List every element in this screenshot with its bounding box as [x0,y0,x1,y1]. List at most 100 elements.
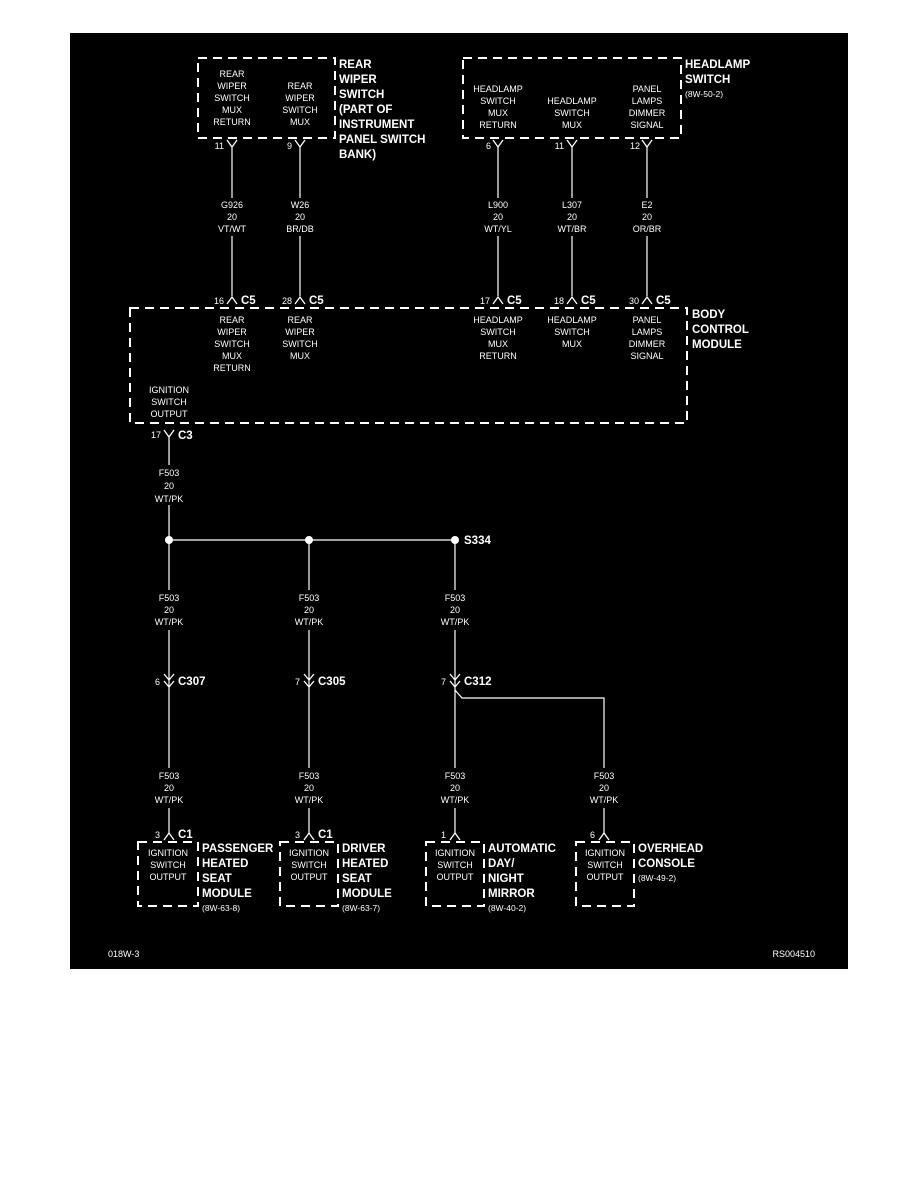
svg-text:OUTPUT: OUTPUT [151,409,189,419]
svg-text:IGNITION: IGNITION [148,848,188,858]
bcm-rear-return-pin: 16 [214,296,224,306]
svg-text:DIMMER: DIMMER [629,339,666,349]
wire-g926-label: G926 20 VT/WT [214,198,250,236]
c307-connector-icon [163,673,175,689]
wire-l307-label: L307 20 WT/BR [554,198,590,236]
svg-text:WT/PK: WT/PK [441,795,470,805]
svg-text:OVERHEAD: OVERHEAD [638,843,703,855]
wire-w26-label: W26 20 BR/DB [282,198,318,236]
footer-figure-code: 018W-3 [108,949,139,959]
svg-text:20: 20 [295,212,305,222]
svg-text:RETURN: RETURN [213,117,251,127]
svg-text:DIMMER: DIMMER [629,108,666,118]
c312-connector-icon [449,673,461,689]
svg-text:(8W-40-2): (8W-40-2) [488,903,526,913]
bcm-ignition-terminal-icon [163,429,175,439]
rear-wiper-mux-pin: 9 [287,141,292,151]
console-box-label: IGNITION SWITCH OUTPUT [585,848,625,882]
c312-pin: 7 [441,677,446,687]
svg-text:SWITCH: SWITCH [437,860,473,870]
svg-text:20: 20 [642,212,652,222]
bcm-connector-c5-1: C5 [241,295,256,307]
svg-text:20: 20 [164,605,174,615]
bcm-connector-c5-5: C5 [656,295,671,307]
svg-text:HEADLAMP: HEADLAMP [547,96,597,106]
mirror-module-box [425,841,485,907]
svg-text:SWITCH: SWITCH [282,339,318,349]
svg-text:SIGNAL: SIGNAL [630,120,663,130]
svg-text:MIRROR: MIRROR [488,888,535,900]
mirror-title: AUTOMATIC DAY/ NIGHT MIRROR (8W-40-2) [488,843,556,913]
svg-text:REAR: REAR [339,59,372,71]
svg-text:SEAT: SEAT [202,873,232,885]
svg-text:WIPER: WIPER [285,327,315,337]
svg-text:HEATED: HEATED [202,858,248,870]
c312-name: C312 [464,676,492,688]
svg-text:MUX: MUX [290,351,310,361]
c305-connector-icon [303,673,315,689]
svg-text:OUTPUT: OUTPUT [587,872,625,882]
wire-f503-console [454,689,605,834]
headlamp-mux-label: HEADLAMP SWITCH MUX [547,96,597,130]
svg-text:REAR: REAR [287,81,313,91]
svg-text:OR/BR: OR/BR [633,224,662,234]
wire-f503-feed-label: F503 20 WT/PK [151,465,187,505]
console-title: OVERHEAD CONSOLE (8W-49-2) [638,843,703,883]
wire-e2-label: E2 20 OR/BR [629,198,665,236]
rear-wiper-switch-box [197,57,336,139]
svg-text:F503: F503 [159,468,180,478]
svg-text:PASSENGER: PASSENGER [202,843,274,855]
passenger-seat-connector: C1 [178,829,193,841]
svg-text:SWITCH: SWITCH [291,860,327,870]
svg-text:BANK): BANK) [339,149,376,161]
mirror-box-label: IGNITION SWITCH OUTPUT [435,848,475,882]
svg-text:RETURN: RETURN [479,120,517,130]
wire-f503-driver-label-1: F503 20 WT/PK [291,590,327,630]
diagram-background [70,33,848,969]
svg-text:BODY: BODY [692,309,726,321]
rear-wiper-mux-label: REAR WIPER SWITCH MUX [282,81,318,127]
svg-text:20: 20 [450,605,460,615]
svg-text:OUTPUT: OUTPUT [437,872,475,882]
passenger-seat-box-label: IGNITION SWITCH OUTPUT [148,848,188,882]
svg-text:WT/PK: WT/PK [155,795,184,805]
svg-text:SWITCH: SWITCH [150,860,186,870]
svg-text:PANEL: PANEL [633,84,662,94]
svg-text:SWITCH: SWITCH [214,93,250,103]
svg-text:MUX: MUX [488,339,508,349]
console-terminal-icon [598,831,610,841]
svg-text:PANEL: PANEL [633,315,662,325]
svg-text:MUX: MUX [562,339,582,349]
bcm-dimmer-terminal-icon [641,295,653,305]
svg-text:SWITCH: SWITCH [685,74,730,86]
svg-text:SWITCH: SWITCH [587,860,623,870]
c307-name: C307 [178,676,206,688]
headlamp-dimmer-pin: 12 [630,141,640,151]
c307-pin: 6 [155,677,160,687]
svg-text:WT/PK: WT/PK [155,617,184,627]
svg-text:(PART OF: (PART OF [339,104,392,116]
driver-seat-module-box [279,841,339,907]
svg-text:BR/DB: BR/DB [286,224,314,234]
wire-f503-mirror-label-1: F503 20 WT/PK [437,590,473,630]
svg-text:MODULE: MODULE [342,888,392,900]
svg-text:HEADLAMP: HEADLAMP [473,315,523,325]
headlamp-mux-pin: 11 [555,141,564,151]
svg-text:WIPER: WIPER [339,74,377,86]
svg-text:MODULE: MODULE [202,888,252,900]
svg-text:WT/PK: WT/PK [295,795,324,805]
svg-text:SWITCH: SWITCH [554,108,590,118]
svg-text:F503: F503 [299,771,320,781]
footer-document-code: RS004510 [772,949,815,959]
svg-text:W26: W26 [291,200,310,210]
svg-text:20: 20 [450,783,460,793]
bcm-head-mux-terminal-icon [566,295,578,305]
svg-text:DAY/: DAY/ [488,858,515,870]
bcm-connector-c5-3: C5 [507,295,522,307]
bcm-rear-mux-pin: 28 [282,296,292,306]
svg-text:SWITCH: SWITCH [554,327,590,337]
svg-text:F503: F503 [159,593,180,603]
svg-text:WT/PK: WT/PK [155,494,184,504]
svg-text:LAMPS: LAMPS [632,96,663,106]
headlamp-mux-terminal-icon [566,139,578,149]
